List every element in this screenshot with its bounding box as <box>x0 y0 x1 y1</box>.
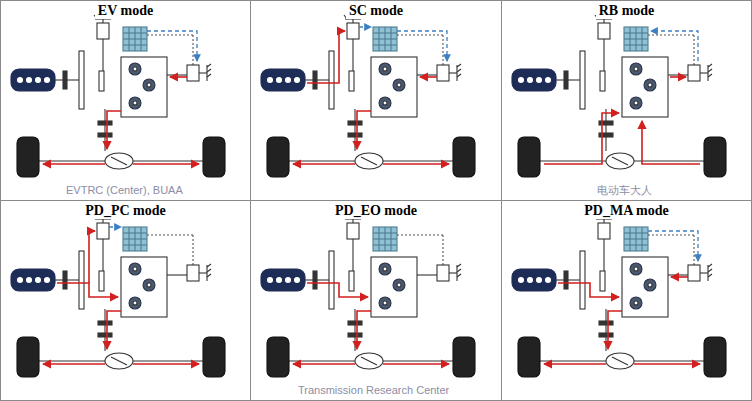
drivetrain-ev <box>11 15 225 177</box>
mode-panel: PD_MA mode <box>501 200 752 401</box>
power-flow-pd-ma <box>544 231 700 364</box>
watermark: EVTRC (Center), BUAA <box>66 184 183 197</box>
mode-title: RB mode <box>596 3 658 19</box>
watermark: Transmission Research Center <box>298 384 449 397</box>
drivetrain-pd-pc <box>11 215 225 377</box>
mode-title: EV mode <box>95 3 156 19</box>
drivetrain-pd-ma <box>512 215 726 377</box>
mode-panel: PD_PC mode <box>0 200 251 401</box>
watermark: 电动车大人 <box>597 184 652 197</box>
mode-panel: SC mode <box>250 0 502 201</box>
power-flow-ev <box>43 31 199 164</box>
power-flow-rb <box>544 31 700 164</box>
mode-title: PD_MA mode <box>581 203 671 219</box>
mode-title: PD_EO mode <box>332 203 420 219</box>
power-flow-pd-eo <box>293 283 449 364</box>
mode-title: SC mode <box>346 3 406 19</box>
power-flow-sc <box>293 27 449 164</box>
drivetrain-sc <box>261 15 475 177</box>
mode-panel: RB mode <box>501 0 752 201</box>
mode-panel: PD_EO mode <box>250 200 502 401</box>
drivetrain-pd-eo <box>261 215 475 377</box>
mode-panel: EV mode <box>0 0 251 201</box>
drivetrain-rb <box>512 15 726 177</box>
mode-title: PD_PC mode <box>82 203 169 219</box>
power-flow-pd-pc <box>43 227 199 364</box>
